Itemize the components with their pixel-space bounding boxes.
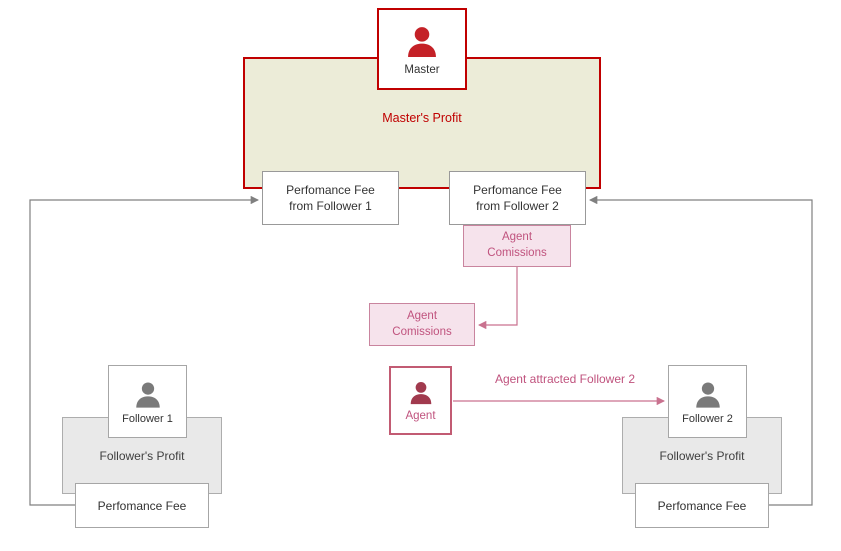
fee-from-follower1-box: Perfomance Fee from Follower 1 [262, 171, 399, 225]
follower1-fee-label: Perfomance Fee [97, 498, 187, 513]
agent-person-icon [410, 382, 431, 405]
follower1-fee-box: Perfomance Fee [75, 483, 209, 528]
agent-commissions-upper-box: Agent Comissions [463, 225, 571, 267]
master-avatar-box: Master [377, 8, 467, 90]
follower2-profit-label: Follower's Profit [659, 448, 745, 463]
follower2-avatar-box: Follower 2 [668, 365, 747, 438]
agent-attracted-label: Agent attracted Follower 2 [494, 372, 636, 386]
follower1-profit-label: Follower's Profit [99, 448, 185, 463]
agent-commissions-upper-label: Agent Comissions [487, 231, 547, 259]
fee-from-follower1-label: Perfomance Fee from Follower 1 [286, 182, 375, 213]
follower2-fee-box: Perfomance Fee [635, 483, 769, 528]
follower2-fee-label: Perfomance Fee [657, 498, 747, 513]
follower2-person-icon [695, 381, 720, 408]
agent-avatar-box: Agent [389, 366, 452, 435]
follower1-person-icon [135, 381, 160, 408]
follower1-avatar-box: Follower 1 [108, 365, 187, 438]
agent-commissions-lower-box: Agent Comissions [369, 303, 475, 346]
master-label: Master [404, 63, 440, 76]
agent-commissions-lower-label: Agent Comissions [392, 309, 452, 338]
master-profit-label: Master's Profit [382, 111, 462, 125]
follower1-label: Follower 1 [122, 412, 173, 425]
connector-agent-commissions [477, 267, 518, 330]
master-person-icon [408, 26, 436, 57]
follower2-label: Follower 2 [682, 412, 733, 425]
fee-from-follower2-box: Perfomance Fee from Follower 2 [449, 171, 586, 225]
fee-from-follower2-label: Perfomance Fee from Follower 2 [473, 182, 562, 213]
agent-label: Agent [405, 410, 436, 422]
